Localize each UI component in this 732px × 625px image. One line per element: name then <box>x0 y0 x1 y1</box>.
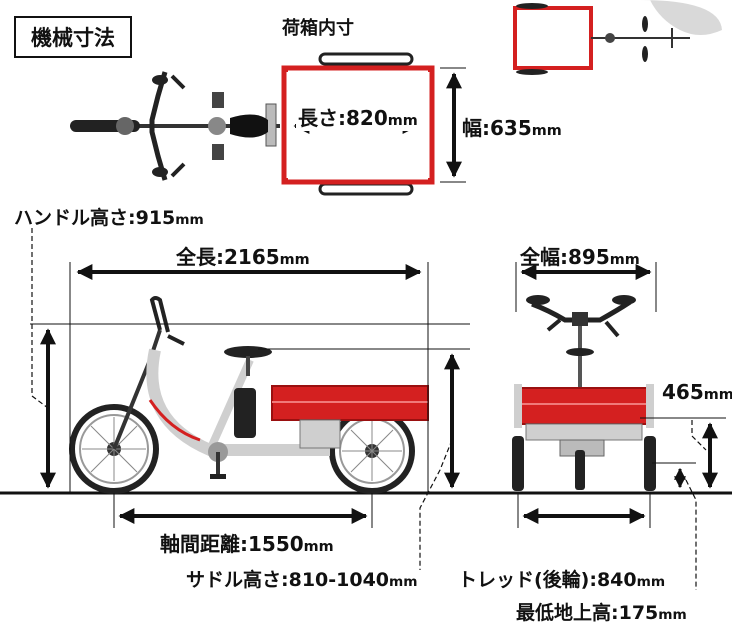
total-length-value: 全長:2165 <box>176 245 280 269</box>
cargo-width-label: 幅:635mm <box>462 112 562 141</box>
total-length-label: 全長:2165mm <box>176 241 310 270</box>
cargo-width-value: 幅:635 <box>462 116 532 140</box>
total-width-value: 全幅:895 <box>520 245 610 269</box>
saddle-height-unit: mm <box>389 574 418 590</box>
ground-clearance-label: 最低地上高:175mm <box>516 598 687 625</box>
handle-height-label: ハンドル高さ:915mm <box>14 203 204 230</box>
saddle-height-label: サドル高さ:810-1040mm <box>186 565 418 592</box>
tread-unit: mm <box>636 574 666 590</box>
cargo-inner-heading: 荷箱内寸 <box>282 18 354 39</box>
total-length-unit: mm <box>279 252 310 268</box>
cargo-length-unit: mm <box>387 113 418 129</box>
total-width-label: 全幅:895mm <box>520 241 640 270</box>
saddle-height-value: サドル高さ:810-1040 <box>186 569 390 591</box>
thumbnail-top-view <box>513 0 722 75</box>
ground-clearance-unit: mm <box>658 607 687 623</box>
rear-view-bicycle <box>512 295 656 491</box>
tread-label: トレッド(後輪):840mm <box>458 565 665 592</box>
handle-height-value: ハンドル高さ:915 <box>14 207 176 229</box>
wheelbase-value: 軸間距離:1550 <box>160 532 304 556</box>
cargo-length-value: 長さ:820 <box>298 106 388 130</box>
tread-value: トレッド(後輪):840 <box>458 569 637 591</box>
cargo-height-unit: mm <box>703 387 732 403</box>
cargo-width-unit: mm <box>531 123 562 139</box>
cargo-height-value: 465 <box>662 380 704 404</box>
cargo-height-label: 465mm <box>662 380 732 404</box>
total-width-unit: mm <box>609 252 640 268</box>
section-title: 機械寸法 <box>14 16 132 58</box>
side-view-bicycle <box>69 296 429 494</box>
ground-clearance-value: 最低地上高:175 <box>516 602 659 624</box>
cargo-length-label: 長さ:820mm <box>296 102 420 131</box>
wheelbase-unit: mm <box>303 539 334 555</box>
handle-height-unit: mm <box>175 212 204 228</box>
wheelbase-label: 軸間距離:1550mm <box>160 528 334 557</box>
